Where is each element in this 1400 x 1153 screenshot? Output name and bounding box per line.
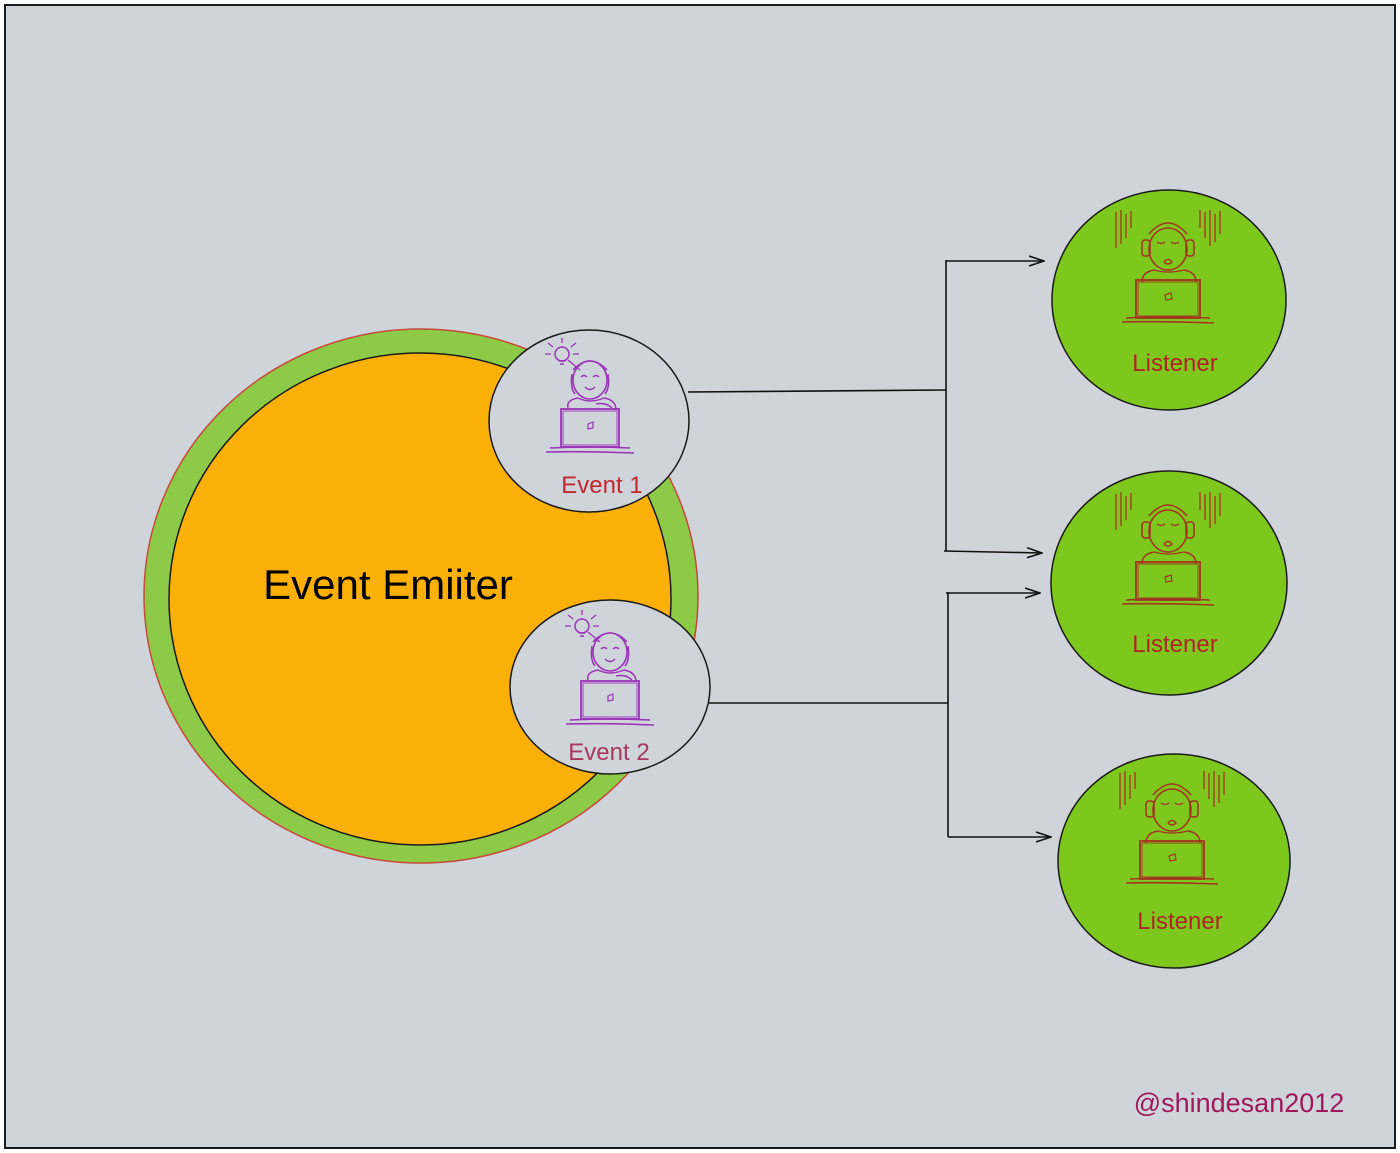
listener-3-circle (1057, 753, 1291, 969)
listener-3-label: Listener (1137, 908, 1222, 935)
listener-2-circle (1050, 470, 1288, 696)
event-1-circle (488, 329, 690, 513)
listener-1-label: Listener (1132, 350, 1217, 377)
emitter-label: Event Emiiter (263, 561, 513, 608)
connectors (687, 260, 1051, 837)
listener-2-label: Listener (1132, 631, 1217, 658)
author-credit: @shindesan2012 (1134, 1088, 1345, 1118)
event-2[interactable]: Event 2 (509, 599, 711, 775)
event-2-label: Event 2 (568, 739, 649, 766)
event-1-label: Event 1 (561, 472, 642, 499)
arrow-event1-to-listener-2 (943, 551, 1042, 553)
listener-1[interactable]: Listener (1051, 189, 1287, 411)
event-2-circle (509, 599, 711, 775)
listener-2[interactable]: Listener (1050, 470, 1288, 696)
listener-3[interactable]: Listener (1057, 753, 1291, 969)
connector-event1-trunk (687, 389, 947, 393)
event-1[interactable]: Event 1 (488, 329, 690, 513)
